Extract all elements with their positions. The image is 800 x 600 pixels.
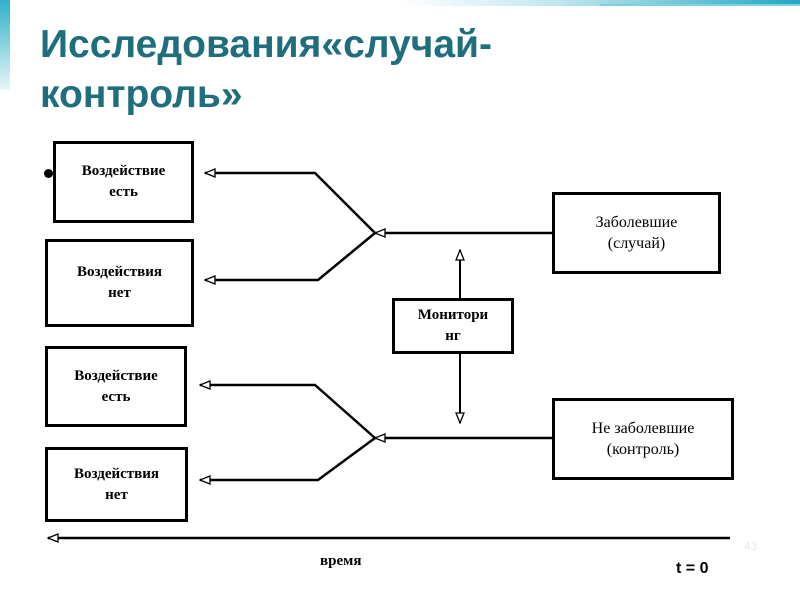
fork-to-exposure-no-1 [205,232,376,280]
bullet-dot [44,169,53,178]
time-origin-label: t = 0 [676,560,709,577]
control-box: Не заболевшие (контроль) [552,398,734,480]
time-axis-label: время [320,553,362,569]
slide-title: Исследования«случай-контроль» [40,23,493,116]
title-decoration-line [600,4,800,6]
case-box: Заболевшие (случай) [552,192,721,274]
exposure-no-box-1: Воздействия нет [45,239,194,327]
fork-to-exposure-yes-1 [205,173,376,234]
exposure-yes-box-1: Воздействие есть [53,141,194,223]
page-number: 43 [744,539,758,553]
fork-to-exposure-no-2 [200,436,376,480]
title-decoration-band [400,0,800,6]
exposure-yes-box-2: Воздействие есть [45,346,187,427]
exposure-no-box-2: Воздействия нет [45,447,188,522]
monitoring-box: Монитори нг [392,298,514,354]
fork-to-exposure-yes-2 [200,385,376,439]
side-decoration-band [0,0,10,90]
